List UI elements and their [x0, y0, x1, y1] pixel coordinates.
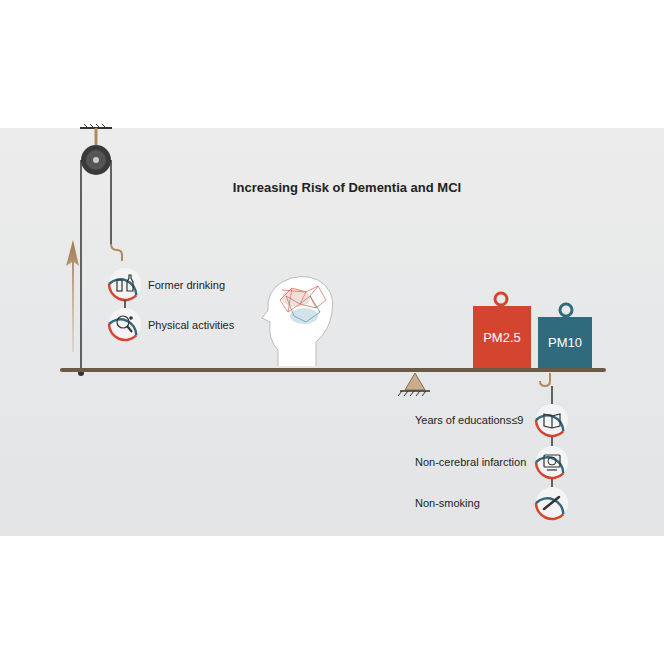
head-illustration — [262, 276, 333, 366]
diagram-title: Increasing Risk of Dementia and MCI — [233, 180, 461, 195]
former-drinking-icon — [109, 268, 141, 300]
factor-label: Years of educations≤9 — [415, 414, 523, 426]
pulley — [78, 145, 122, 376]
weight-label: PM10 — [548, 335, 582, 350]
infarction-icon — [536, 446, 568, 478]
physical-activities-icon — [109, 308, 141, 340]
weight-label: PM2.5 — [483, 330, 521, 345]
background-band — [0, 128, 664, 536]
weight-box: PM2.5 — [473, 306, 531, 368]
fulcrum — [398, 373, 430, 396]
factor-label: Non-smoking — [415, 497, 480, 509]
factor-label: Former drinking — [148, 279, 225, 291]
factor-label: Physical activities — [148, 319, 234, 331]
education-icon — [536, 404, 568, 436]
ceiling-mount — [80, 124, 112, 145]
factor-label: Non-cerebral infarction — [415, 456, 526, 468]
lever-bar — [60, 368, 606, 372]
up-arrow — [66, 240, 79, 352]
weight-box: PM10 — [538, 317, 592, 368]
smoking-icon — [536, 487, 568, 519]
